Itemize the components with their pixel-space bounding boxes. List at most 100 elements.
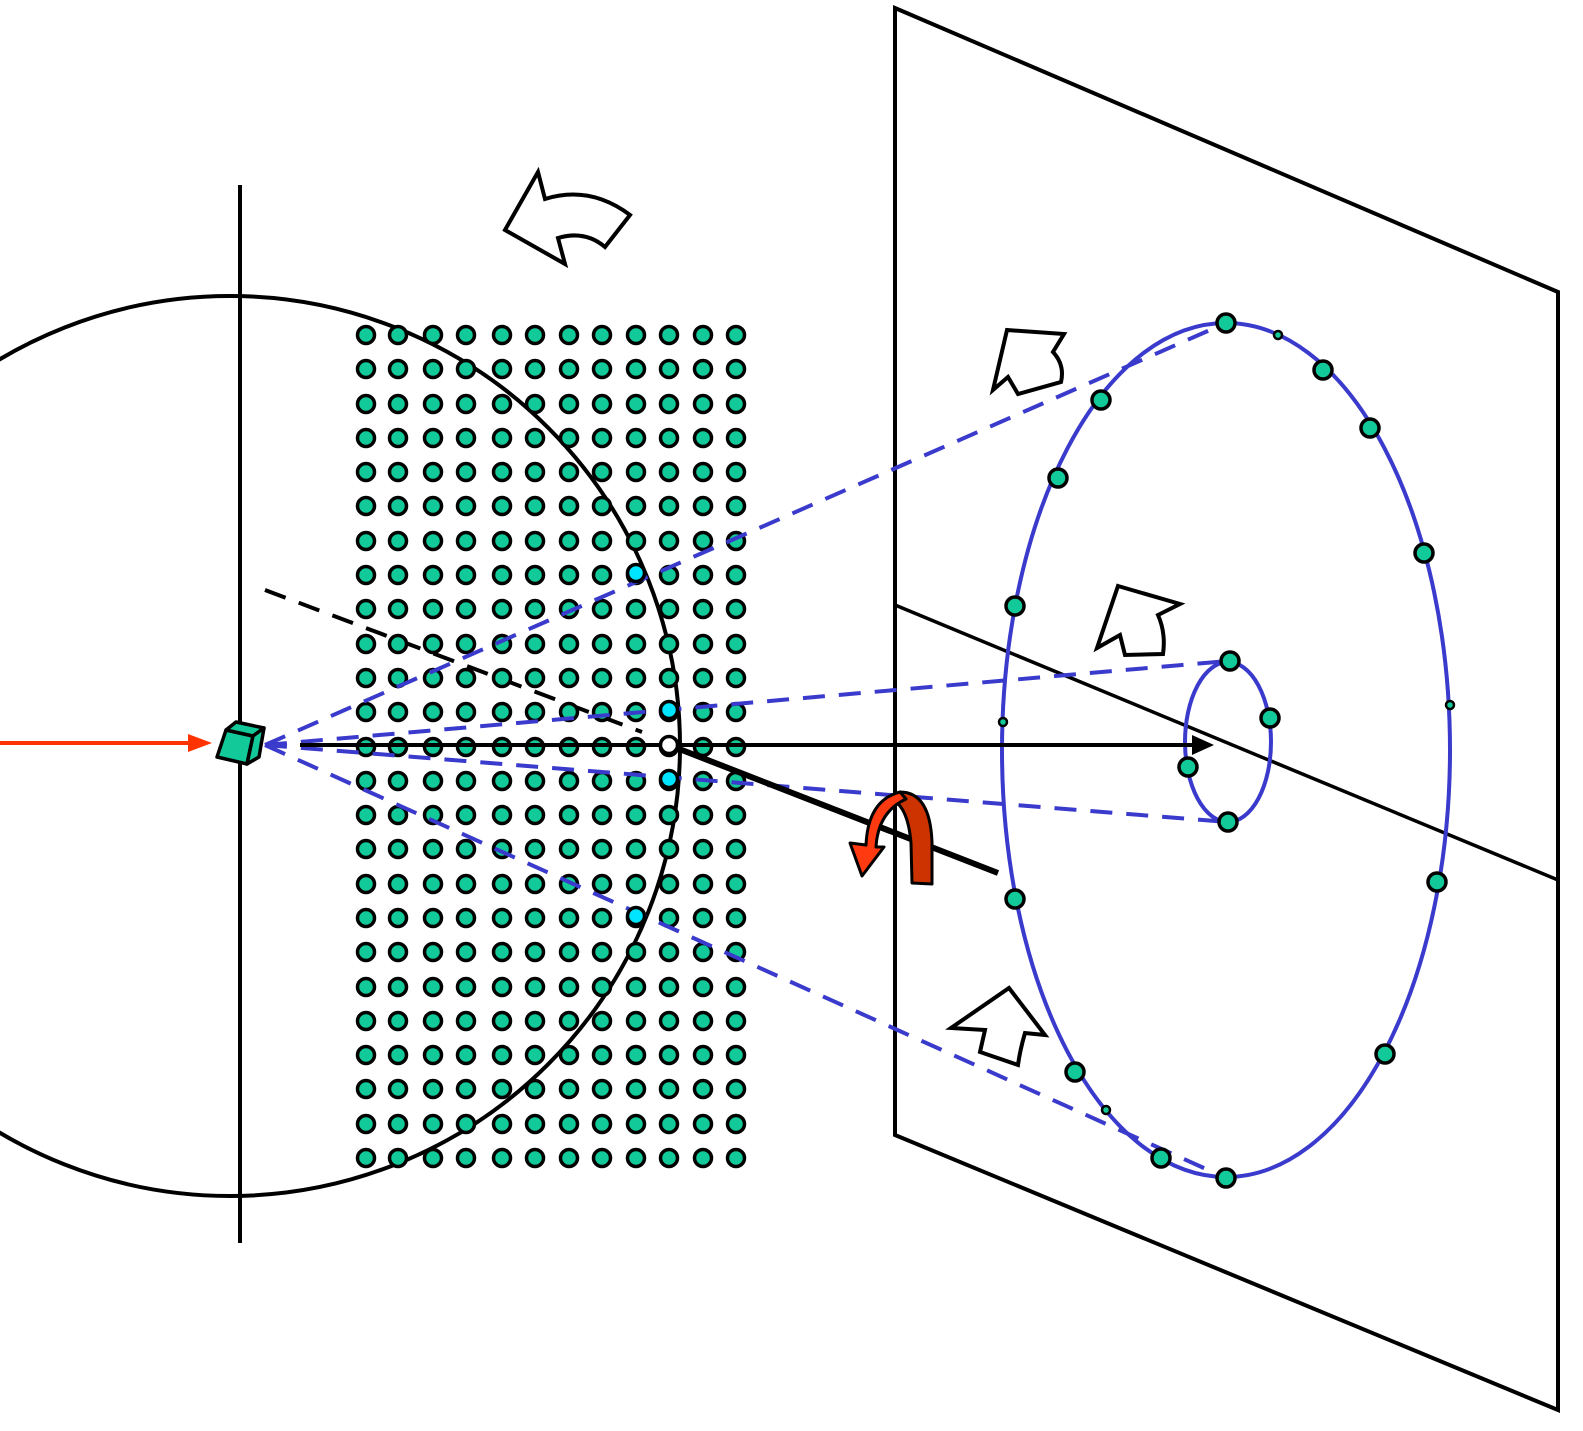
diffraction-spot — [1413, 542, 1435, 564]
lattice-point — [355, 530, 377, 552]
lattice-point — [387, 1147, 409, 1169]
lattice-point — [625, 1147, 647, 1169]
lattice-point — [491, 564, 513, 586]
lattice-point — [658, 598, 680, 620]
lattice-point — [524, 804, 546, 826]
lattice-point — [422, 976, 444, 998]
diffraction-spot — [1215, 1167, 1237, 1189]
lattice-point — [455, 598, 477, 620]
lattice-point — [524, 1113, 546, 1135]
crystal-cube-icon — [215, 720, 266, 766]
lattice-point — [591, 1078, 613, 1100]
lattice-point — [387, 324, 409, 346]
lattice-point — [524, 358, 546, 380]
lattice-point — [422, 873, 444, 895]
lattice-point — [491, 358, 513, 380]
lattice-point — [387, 495, 409, 517]
lattice-point — [692, 907, 714, 929]
lattice-point — [387, 1010, 409, 1032]
lattice-point — [422, 804, 444, 826]
lattice-point — [625, 633, 647, 655]
lattice-point — [491, 461, 513, 483]
lattice-point — [625, 1044, 647, 1066]
lattice-point — [455, 393, 477, 415]
lattice-point — [455, 358, 477, 380]
lattice-point — [725, 838, 747, 860]
beam-arrowhead-icon — [188, 734, 212, 752]
lattice-point — [524, 838, 546, 860]
lattice-point — [658, 1078, 680, 1100]
lattice-point — [591, 393, 613, 415]
lattice-point — [658, 427, 680, 449]
lattice-point — [692, 495, 714, 517]
lattice-point — [455, 461, 477, 483]
lattice-point — [524, 495, 546, 517]
lattice-point — [625, 427, 647, 449]
lattice-point — [692, 427, 714, 449]
dashed-reference-line — [264, 588, 643, 734]
lattice-point — [524, 770, 546, 792]
lattice-point — [658, 1113, 680, 1135]
lattice-point — [387, 1113, 409, 1135]
lattice-point — [387, 701, 409, 723]
lattice-point — [422, 838, 444, 860]
diffracted-ray — [264, 743, 1229, 824]
lattice-point — [387, 1078, 409, 1100]
reflecting-lattice-point — [658, 768, 680, 790]
lattice-point — [725, 324, 747, 346]
lattice-point — [524, 873, 546, 895]
lattice-point — [491, 1010, 513, 1032]
lattice-point — [491, 1078, 513, 1100]
lattice-point — [524, 530, 546, 552]
lattice-point — [725, 907, 747, 929]
lattice-point — [455, 701, 477, 723]
lattice-point — [422, 770, 444, 792]
lattice-point — [625, 530, 647, 552]
lattice-point — [491, 1044, 513, 1066]
weak-diffraction-spot — [1272, 329, 1284, 341]
lattice-point — [591, 941, 613, 963]
lattice-point — [725, 1078, 747, 1100]
lattice-point — [491, 873, 513, 895]
lattice-point — [422, 941, 444, 963]
lattice-point — [355, 358, 377, 380]
arrowhead-icon — [1192, 735, 1214, 755]
lattice-point — [524, 393, 546, 415]
reflecting-lattice-point — [625, 562, 647, 584]
lattice-point — [692, 1044, 714, 1066]
lattice-point — [355, 1010, 377, 1032]
lattice-point — [625, 1010, 647, 1032]
hollow-arrow-icon — [989, 327, 1068, 397]
lattice-point — [591, 804, 613, 826]
lattice-point — [625, 941, 647, 963]
lattice-point — [355, 564, 377, 586]
lattice-point — [558, 907, 580, 929]
lattice-point — [455, 804, 477, 826]
lattice-point — [591, 324, 613, 346]
diffraction-spot — [1090, 389, 1112, 411]
lattice-point — [591, 1147, 613, 1169]
lattice-point — [625, 976, 647, 998]
lattice-point — [422, 324, 444, 346]
lattice-point — [422, 427, 444, 449]
lattice-point — [692, 976, 714, 998]
lattice-point — [725, 873, 747, 895]
lattice-point — [558, 1113, 580, 1135]
lattice-point — [725, 1113, 747, 1135]
lattice-point — [692, 1078, 714, 1100]
lattice-point — [422, 907, 444, 929]
diffracted-ray — [264, 321, 1227, 747]
diffraction-spot — [1259, 707, 1281, 729]
lattice-point — [455, 1113, 477, 1135]
lattice-point — [422, 1044, 444, 1066]
lattice-point — [725, 1147, 747, 1169]
lattice-point — [387, 633, 409, 655]
lattice-point — [558, 393, 580, 415]
lattice-point — [625, 1078, 647, 1100]
lattice-point — [455, 1044, 477, 1066]
hollow-arrow-icon — [945, 985, 1050, 1068]
lattice-point — [558, 770, 580, 792]
lattice-point — [725, 461, 747, 483]
lattice-point — [455, 976, 477, 998]
